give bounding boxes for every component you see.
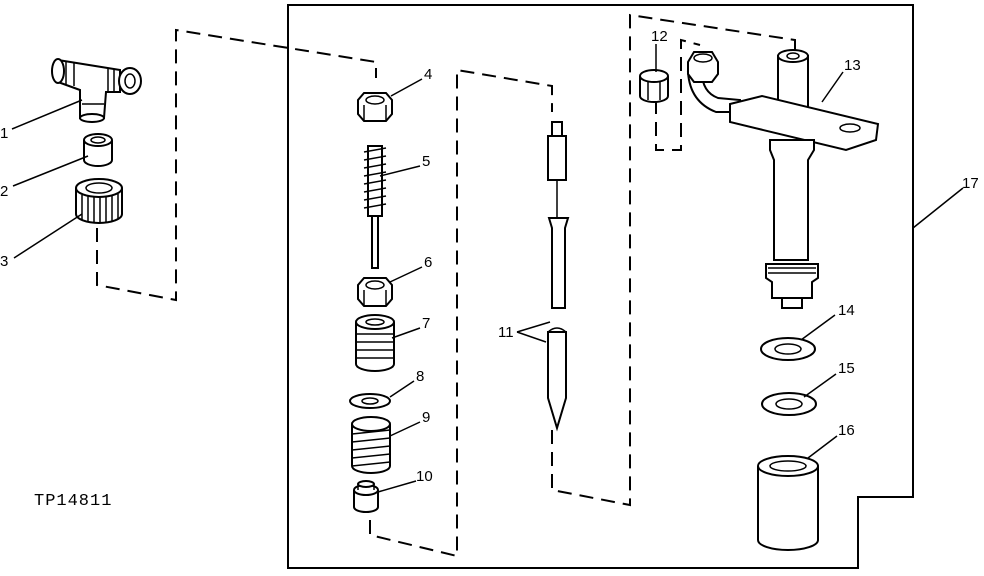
nozzle-valve <box>547 121 570 432</box>
dashed-path-cap <box>655 38 701 151</box>
callout-7: 7 <box>422 315 430 332</box>
callout-10: 10 <box>416 468 433 485</box>
leader-lines <box>11 44 964 493</box>
callout-labels: 1 2 3 4 5 6 7 8 9 10 11 12 13 14 15 16 1… <box>0 28 979 485</box>
dashed-path-valve <box>369 68 553 558</box>
knurled-nut <box>75 178 123 224</box>
dust-seal <box>757 455 819 551</box>
callout-12: 12 <box>651 28 668 45</box>
callout-11: 11 <box>498 324 514 341</box>
washer-15 <box>761 392 817 416</box>
callout-13: 13 <box>844 57 861 74</box>
cap <box>639 69 669 103</box>
callout-5: 5 <box>422 153 430 170</box>
figure-id: TP14811 <box>34 492 112 511</box>
lock-nut-6 <box>357 277 393 307</box>
spring-seat <box>355 314 395 372</box>
adjusting-screw <box>363 145 387 269</box>
housing-outline-17 <box>287 4 914 569</box>
callout-4: 4 <box>424 66 432 83</box>
spindle <box>353 480 379 513</box>
dashed-path-left <box>96 28 377 302</box>
callout-2: 2 <box>0 183 8 200</box>
callout-14: 14 <box>838 302 855 319</box>
washer-8 <box>349 393 391 409</box>
callout-3: 3 <box>0 253 8 270</box>
spring <box>351 416 391 474</box>
nozzle-body <box>686 49 880 309</box>
callout-17: 17 <box>962 175 979 192</box>
callout-16: 16 <box>838 422 855 439</box>
washer-14 <box>760 337 816 361</box>
callout-6: 6 <box>424 254 432 271</box>
callout-9: 9 <box>422 409 430 426</box>
callout-15: 15 <box>838 360 855 377</box>
callout-1: 1 <box>0 125 8 142</box>
callout-8: 8 <box>416 368 424 385</box>
sleeve <box>83 133 113 167</box>
dashed-path-needle <box>551 13 796 507</box>
tee-fitting <box>51 58 142 123</box>
hex-nut-4 <box>357 92 393 122</box>
